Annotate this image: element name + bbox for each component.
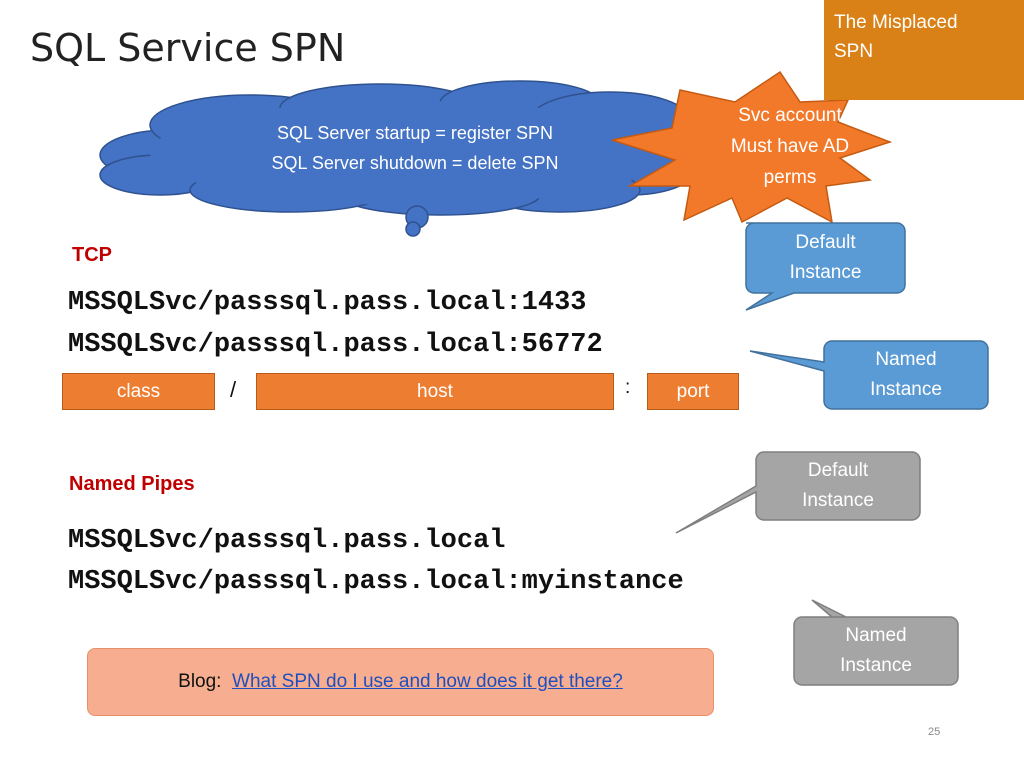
host-box: host [256, 373, 614, 410]
np-named-callout-shape [793, 599, 959, 686]
page-number: 25 [928, 726, 941, 738]
np-default-callout-shape [675, 451, 921, 534]
corner-tag: The Misplaced SPN [824, 0, 1024, 100]
tcp-spn-named: MSSQLSvc/passsql.pass.local:56772 [68, 330, 603, 360]
np-named-line1: Named [845, 625, 907, 646]
np-spn-named: MSSQLSvc/passsql.pass.local:myinstance [68, 567, 684, 597]
blog-prefix: Blog: [178, 671, 222, 692]
cloud-line2: SQL Server shutdown = delete SPN [271, 153, 559, 173]
class-box: class [62, 373, 215, 410]
np-default-line1: Default [807, 460, 869, 481]
tcp-spn-default: MSSQLSvc/passsql.pass.local:1433 [68, 288, 587, 318]
np-named-callout: Named Instance [794, 621, 958, 681]
corner-tag-line1: The Misplaced [834, 12, 958, 33]
tcp-named-callout-shape [749, 340, 989, 410]
port-box: port [647, 373, 739, 410]
blog-link[interactable]: What SPN do I use and how does it get th… [232, 671, 623, 692]
starburst-line2: Must have AD [730, 136, 850, 157]
corner-tag-line2: SPN [834, 41, 874, 62]
starburst-shape [611, 70, 893, 224]
tcp-label: TCP [72, 244, 112, 266]
tcp-default-callout-shape [745, 222, 906, 311]
tcp-named-line1: Named [875, 349, 937, 370]
tcp-named-callout: Named Instance [824, 345, 988, 405]
tcp-default-line1: Default [795, 232, 856, 253]
starburst-text: Svc account Must have AD perms [700, 100, 880, 193]
np-spn-default: MSSQLSvc/passsql.pass.local [68, 526, 506, 556]
tcp-default-line2: Instance [789, 262, 862, 283]
tcp-default-callout: Default Instance [746, 228, 905, 288]
blog-box: Blog: What SPN do I use and how does it … [87, 648, 714, 716]
slide-title: SQL Service SPN [30, 26, 346, 70]
colon-separator: : [625, 377, 631, 398]
tcp-named-line2: Instance [870, 379, 942, 400]
starburst-line3: perms [763, 167, 817, 188]
np-default-callout: Default Instance [756, 456, 920, 516]
np-named-line2: Instance [840, 655, 912, 676]
starburst-line1: Svc account [738, 105, 842, 126]
slash-separator: / [230, 377, 237, 402]
named-pipes-label: Named Pipes [69, 473, 195, 495]
cloud-text: SQL Server startup = register SPN SQL Se… [200, 118, 630, 178]
np-default-line2: Instance [802, 490, 874, 511]
cloud-line1: SQL Server startup = register SPN [277, 123, 553, 143]
